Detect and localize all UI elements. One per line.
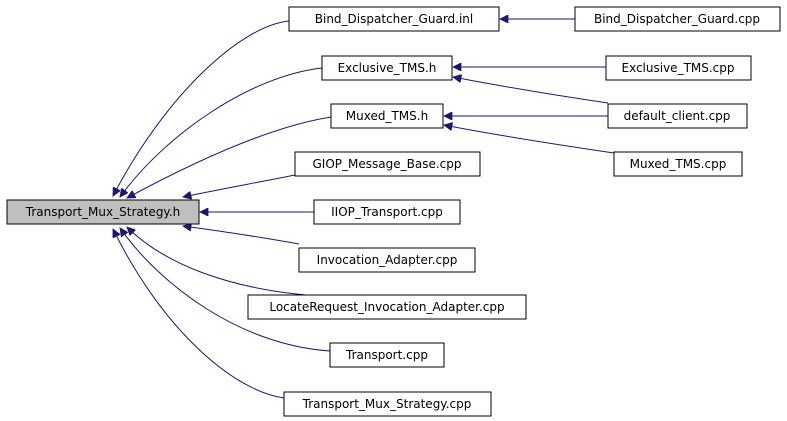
node-label: Transport.cpp bbox=[345, 348, 428, 362]
node-locaterequest-invocation-adapter-cpp[interactable]: LocateRequest_Invocation_Adapter.cpp bbox=[247, 294, 527, 320]
node-label: Invocation_Adapter.cpp bbox=[317, 253, 458, 267]
edge-giop-to-root bbox=[183, 174, 296, 197]
node-label: Bind_Dispatcher_Guard.cpp bbox=[594, 12, 760, 26]
node-muxed-tms-h[interactable]: Muxed_TMS.h bbox=[330, 103, 444, 129]
node-label: Bind_Dispatcher_Guard.inl bbox=[315, 12, 474, 26]
edges bbox=[112, 19, 615, 399]
node-label: GIOP_Message_Base.cpp bbox=[313, 157, 462, 171]
edge-bind-inl-to-root bbox=[112, 20, 290, 196]
node-label: LocateRequest_Invocation_Adapter.cpp bbox=[269, 300, 504, 314]
node-label: Muxed_TMS.h bbox=[346, 109, 428, 123]
nodes: Transport_Mux_Strategy.h Bind_Dispatcher… bbox=[6, 6, 781, 417]
node-default-client-cpp[interactable]: default_client.cpp bbox=[607, 103, 748, 129]
node-transport-cpp[interactable]: Transport.cpp bbox=[329, 342, 445, 368]
node-muxed-tms-cpp[interactable]: Muxed_TMS.cpp bbox=[613, 151, 743, 177]
node-iiop-transport-cpp[interactable]: IIOP_Transport.cpp bbox=[313, 199, 461, 225]
node-exclusive-tms-cpp[interactable]: Exclusive_TMS.cpp bbox=[605, 55, 752, 81]
edge-exclusive-h-to-root bbox=[120, 67, 323, 197]
node-label: Transport_Mux_Strategy.cpp bbox=[302, 397, 472, 411]
edge-default-to-exclusive-h bbox=[453, 77, 609, 104]
node-label: default_client.cpp bbox=[624, 109, 731, 123]
edge-tms-cpp-to-root bbox=[113, 229, 285, 399]
edge-muxed-h-to-root bbox=[127, 116, 332, 199]
edge-transport-to-root bbox=[120, 228, 331, 352]
node-transport-mux-strategy-h[interactable]: Transport_Mux_Strategy.h bbox=[6, 199, 200, 225]
node-bind-dispatcher-guard-inl[interactable]: Bind_Dispatcher_Guard.inl bbox=[288, 6, 500, 32]
edge-locate-to-root bbox=[127, 227, 307, 296]
node-transport-mux-strategy-cpp[interactable]: Transport_Mux_Strategy.cpp bbox=[283, 391, 492, 417]
node-giop-message-base-cpp[interactable]: GIOP_Message_Base.cpp bbox=[294, 151, 481, 177]
node-bind-dispatcher-guard-cpp[interactable]: Bind_Dispatcher_Guard.cpp bbox=[574, 6, 781, 32]
edge-invocation-to-root bbox=[183, 226, 300, 245]
node-label: IIOP_Transport.cpp bbox=[331, 205, 443, 219]
node-label: Muxed_TMS.cpp bbox=[630, 157, 727, 171]
node-label: Exclusive_TMS.cpp bbox=[621, 61, 734, 75]
node-exclusive-tms-h[interactable]: Exclusive_TMS.h bbox=[321, 55, 453, 81]
node-label: Transport_Mux_Strategy.h bbox=[25, 205, 181, 219]
node-invocation-adapter-cpp[interactable]: Invocation_Adapter.cpp bbox=[298, 247, 476, 273]
node-label: Exclusive_TMS.h bbox=[338, 61, 437, 75]
edge-muxed-cpp-to-muxed-h bbox=[444, 125, 615, 154]
